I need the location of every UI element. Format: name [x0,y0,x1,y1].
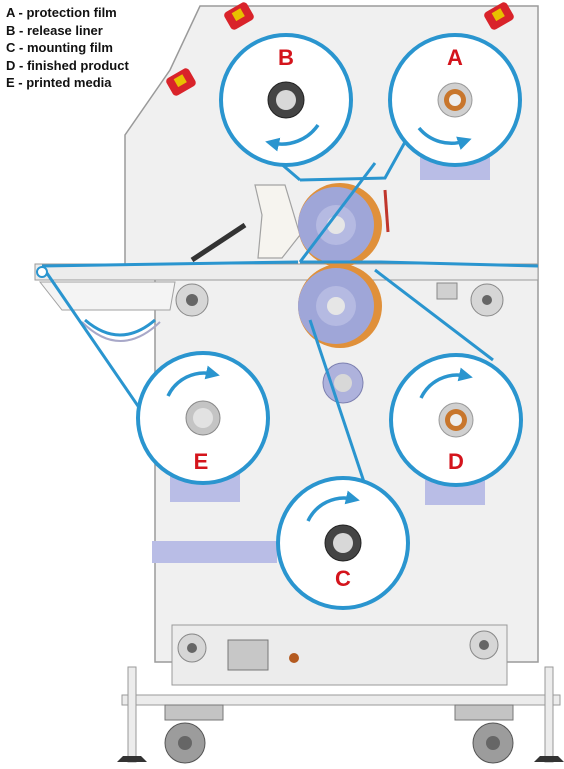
base-plate [172,625,507,685]
caster-wheel [165,705,223,763]
upper-laminating-roller [298,183,382,267]
roll-e-label: E [194,449,209,474]
roll-a: A [390,35,520,165]
roll-a-label: A [447,45,463,70]
roll-b: B [221,35,351,165]
roll-e: E [138,353,268,483]
idler-roller [176,284,208,316]
roll-c: C [278,478,408,608]
roll-d: D [391,355,521,485]
roll-c-label: C [335,566,351,591]
roll-d-label: D [448,449,464,474]
side-panel [152,541,277,563]
idler-roller [323,363,363,403]
control-box [228,640,268,670]
base-rail [122,695,560,705]
idler-roller [471,284,503,316]
lower-laminating-roller [298,264,382,348]
unwind-cradle [40,282,175,310]
caster-wheel [455,705,513,763]
roll-b-label: B [278,45,294,70]
